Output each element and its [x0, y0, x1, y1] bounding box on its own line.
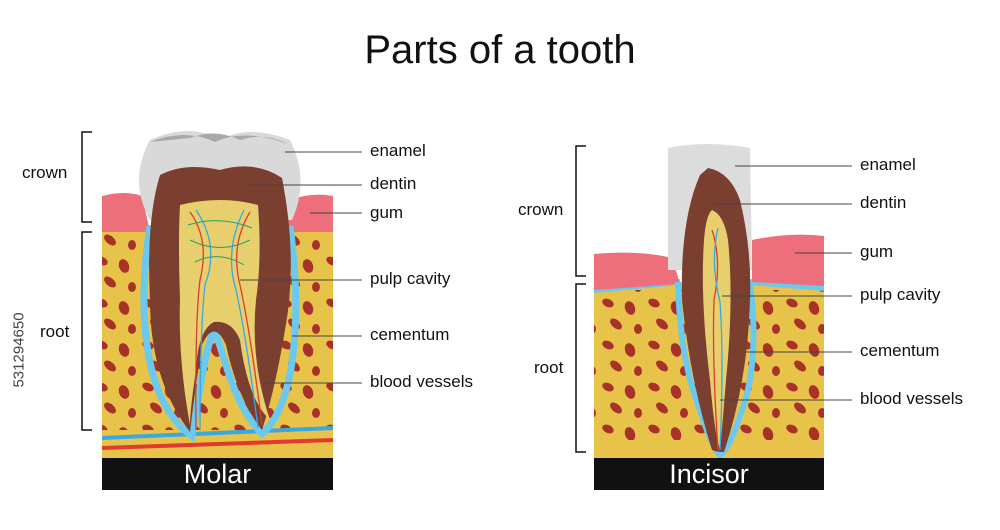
incisor-root-bracket	[575, 283, 586, 453]
incisor-pulp-vessel-blue	[713, 227, 723, 451]
molar-blood-vessels-label: blood vessels	[370, 372, 474, 391]
incisor-pulp-vessel-red	[711, 229, 719, 451]
molar-pulp-vessel-blue-2	[230, 209, 259, 429]
molar-enamel-label: enamel	[370, 141, 426, 160]
side-id-label: 531294650	[10, 312, 28, 388]
molar-caption: Molar	[102, 458, 333, 490]
incisor-enamel-label: enamel	[860, 155, 916, 174]
molar-pulp-vessel-red-2	[236, 211, 263, 426]
molar-root-label: root	[40, 322, 70, 341]
molar-illustration	[81, 131, 362, 460]
molar-gum-label: gum	[370, 203, 404, 222]
molar-pulp-vessel-blue-1	[195, 209, 212, 431]
molar-gum-left	[102, 193, 150, 232]
molar-root-bracket	[81, 231, 92, 431]
incisor-blood-vessels-label: blood vessels	[860, 389, 964, 408]
molar-pulp	[179, 200, 270, 425]
incisor-cementum-label: cementum	[860, 341, 940, 360]
molar-crown-bracket	[81, 131, 92, 223]
incisor-gum-left	[594, 252, 680, 290]
molar-bottom-vessel-red	[101, 438, 334, 450]
molar-bottom-vessel-blue	[101, 426, 334, 440]
molar-dentin-label: dentin	[370, 174, 417, 193]
incisor-illustration	[575, 144, 852, 460]
incisor-crown-label: crown	[518, 200, 564, 219]
incisor-root-label: root	[534, 358, 564, 377]
molar-crown-label: crown	[22, 163, 68, 182]
incisor-gum-right	[752, 234, 824, 286]
incisor-cementum	[675, 281, 757, 459]
incisor-caption: Incisor	[594, 458, 824, 490]
side-id-text: 531294650	[5, 250, 33, 450]
molar-cementum-label: cementum	[370, 325, 450, 344]
molar-pulp-vessel-red-1	[189, 211, 204, 431]
incisor-pulp-cavity-label: pulp cavity	[860, 285, 941, 304]
molar-enamel-top	[150, 133, 288, 144]
incisor-crown-bracket	[575, 145, 586, 277]
diagram-title: Parts of a tooth	[364, 28, 636, 72]
incisor-dentin-label: dentin	[860, 193, 907, 212]
molar-pulp-vessel-mix	[187, 220, 253, 266]
incisor-gum-label: gum	[860, 242, 894, 261]
incisor-cementum-right	[749, 279, 825, 291]
incisor-pulp	[702, 210, 731, 450]
molar-pulp-cavity-label: pulp cavity	[370, 269, 451, 288]
